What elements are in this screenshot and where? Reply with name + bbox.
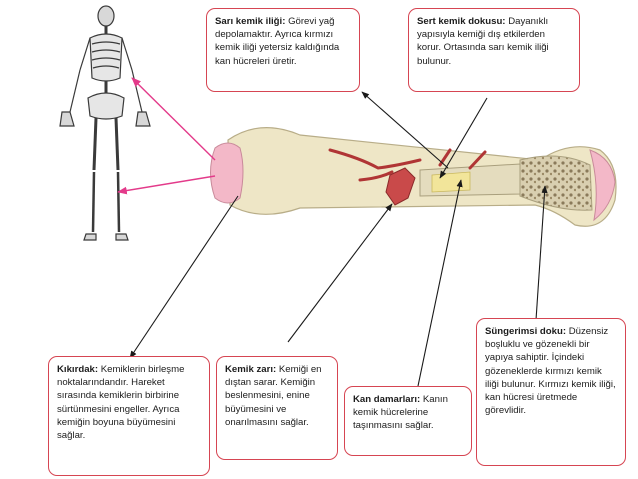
- arrow-kemik-zari: [287, 203, 393, 343]
- long-bone: [210, 126, 617, 227]
- label-sari-kemik-iligi: Sarı kemik iliği: Görevi yağ depolamaktı…: [206, 8, 360, 92]
- label-text: Görevi yağ depolamaktır. Ayrıca kırmızı …: [215, 16, 340, 67]
- label-kan-damarlari: Kan damarları: Kanın kemik hücrelerine t…: [344, 386, 472, 456]
- label-text: Dayanıklı yapısıyla kemiği dış etkilerde…: [417, 16, 549, 67]
- arrow-sungerimsi-doku: [535, 185, 548, 321]
- label-text: Kemiklerin birleşme noktalarındandır. Ha…: [57, 364, 185, 442]
- arrow-sari-kemik-iligi: [361, 91, 449, 169]
- skeleton-figure: [59, 5, 151, 241]
- label-sungerimsi-doku: Süngerimsi doku: Düzensiz boşluklu ve gö…: [476, 318, 626, 466]
- label-kemik-zari: Kemik zarı: Kemiği en dıştan sarar. Kemi…: [216, 356, 338, 460]
- label-kikirdak: Kıkırdak: Kemiklerin birleşme noktaların…: [48, 356, 210, 476]
- label-title: Sert kemik dokusu:: [417, 16, 506, 27]
- label-title: Kan damarları:: [353, 394, 421, 405]
- label-text: Kanın kemik hücrelerine taşınmasını sağl…: [353, 394, 448, 432]
- arrow-sert-kemik-dokusu: [439, 97, 488, 179]
- label-title: Süngerimsi doku:: [485, 326, 567, 337]
- label-text: Kemiği en dıştan sarar. Kemiğin beslenme…: [225, 364, 322, 428]
- arrow-kikirdak: [129, 195, 239, 359]
- label-title: Kıkırdak:: [57, 364, 99, 375]
- arrow-kan-damarlari: [417, 179, 463, 387]
- label-sert-kemik-dokusu: Sert kemik dokusu: Dayanıklı yapısıyla k…: [408, 8, 580, 92]
- pink-arrow-hip: [117, 175, 216, 195]
- label-title: Kemik zarı:: [225, 364, 277, 375]
- pink-arrow-shoulder: [131, 77, 216, 161]
- label-text: Düzensiz boşluklu ve gözenekli bir yapıy…: [485, 326, 616, 417]
- label-title: Sarı kemik iliği:: [215, 16, 286, 27]
